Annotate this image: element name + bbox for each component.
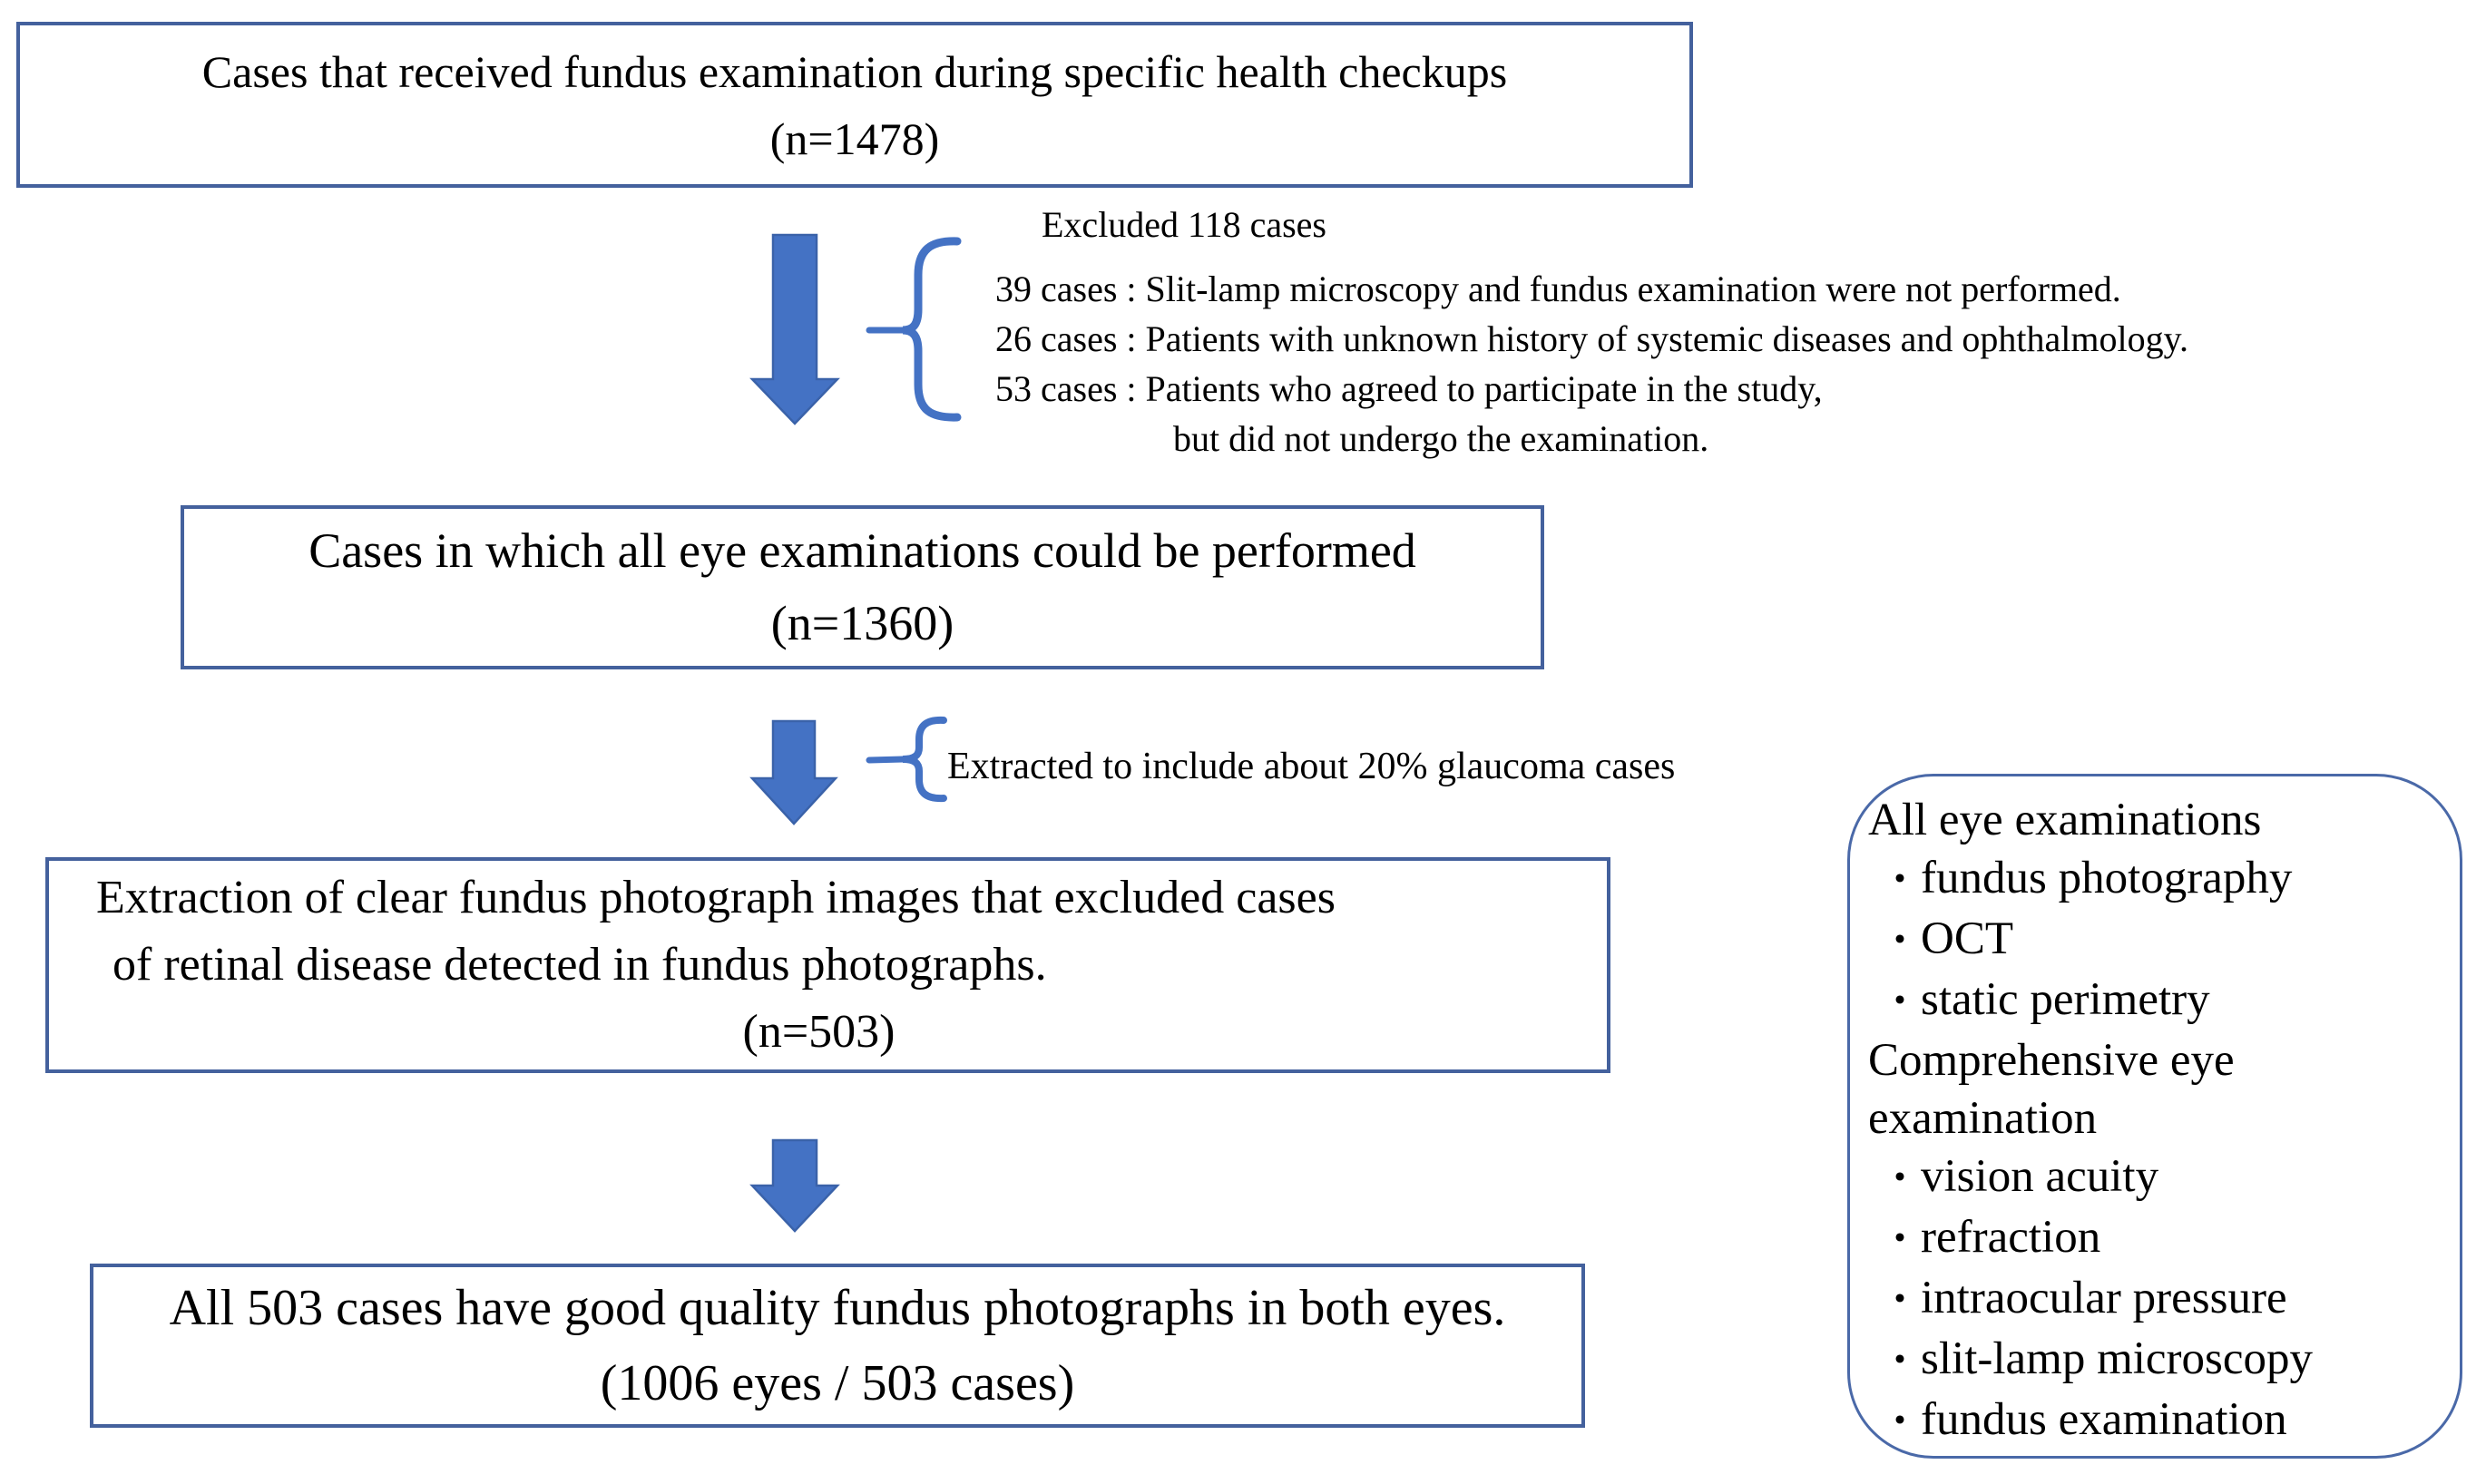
panel-item: ・slit-lamp microscopy [1868,1330,2447,1391]
flow-box-final: All 503 cases have good quality fundus p… [90,1264,1585,1428]
flow-box-count: (1006 eyes / 503 cases) [600,1354,1075,1411]
panel-item-label: OCT [1921,913,2014,964]
panel-item-label: static perimetry [1921,974,2210,1025]
down-arrow-icon [749,1138,840,1233]
exclusion-title: Excluded 118 cases [1042,204,1326,245]
bullet-icon: ・ [1881,1219,1920,1261]
panel-item: ・fundus examination [1868,1391,2447,1451]
bullet-icon: ・ [1881,1401,1920,1443]
exclusion-item: 26 cases : Patients with unknown history… [995,318,2189,359]
bullet-icon: ・ [1881,981,1920,1023]
extraction-note: Extracted to include about 20% glaucoma … [947,746,1676,787]
flow-box-text: All 503 cases have good quality fundus p… [169,1279,1506,1336]
panel-header: examination [1868,1093,2098,1144]
panel-item: ・vision acuity [1868,1147,2447,1208]
exclusion-item-continuation: but did not undergo the examination. [1173,418,1709,459]
bullet-icon: ・ [1881,1280,1920,1322]
panel-header: All eye examinations [1868,795,2262,845]
bullet-icon: ・ [1881,921,1920,962]
exclusion-item: 53 cases : Patients who agreed to partic… [995,368,1823,409]
flow-box-text: of retinal disease detected in fundus ph… [113,939,1047,991]
flow-box-count: (n=503) [742,1006,896,1058]
panel-item-label: intraocular pressure [1921,1273,2287,1323]
panel-item: ・refraction [1868,1208,2447,1269]
panel-item-label: vision acuity [1921,1151,2159,1202]
flow-box-text: Extraction of clear fundus photograph im… [96,872,1336,923]
flow-box-text: Cases that received fundus examination d… [201,45,1508,97]
down-arrow-icon [749,233,840,425]
panel-item: ・fundus photography [1868,849,2447,910]
panel-item: ・intraocular pressure [1868,1269,2447,1330]
bullet-icon: ・ [1881,1341,1920,1382]
bullet-icon: ・ [1881,1158,1920,1200]
panel-item-label: fundus photography [1921,853,2293,903]
down-arrow-icon [749,719,838,825]
panel-item-label: fundus examination [1921,1394,2287,1445]
flow-box-count: (n=1478) [769,112,940,164]
panel-header: Comprehensive eye [1868,1035,2235,1086]
flow-box-all-eye-exams: Cases in which all eye examinations coul… [181,505,1544,669]
panel-item: ・OCT [1868,910,2447,971]
flow-box-text: Cases in which all eye examinations coul… [308,522,1416,578]
flow-box-count: (n=1360) [770,595,954,650]
panel-item-label: refraction [1921,1212,2101,1263]
exclusion-item: 39 cases : Slit-lamp microscopy and fund… [995,268,2121,309]
left-brace-icon [866,716,947,803]
panel-item-label: slit-lamp microscopy [1921,1333,2314,1384]
eye-examinations-panel: All eye examinations ・fundus photography… [1847,774,2462,1459]
panel-item: ・static perimetry [1868,971,2447,1031]
flow-box-health-checkups: Cases that received fundus examination d… [16,22,1693,188]
bullet-icon: ・ [1881,860,1920,902]
flow-box-extraction: Extraction of clear fundus photograph im… [45,857,1610,1073]
left-brace-icon [866,237,962,422]
